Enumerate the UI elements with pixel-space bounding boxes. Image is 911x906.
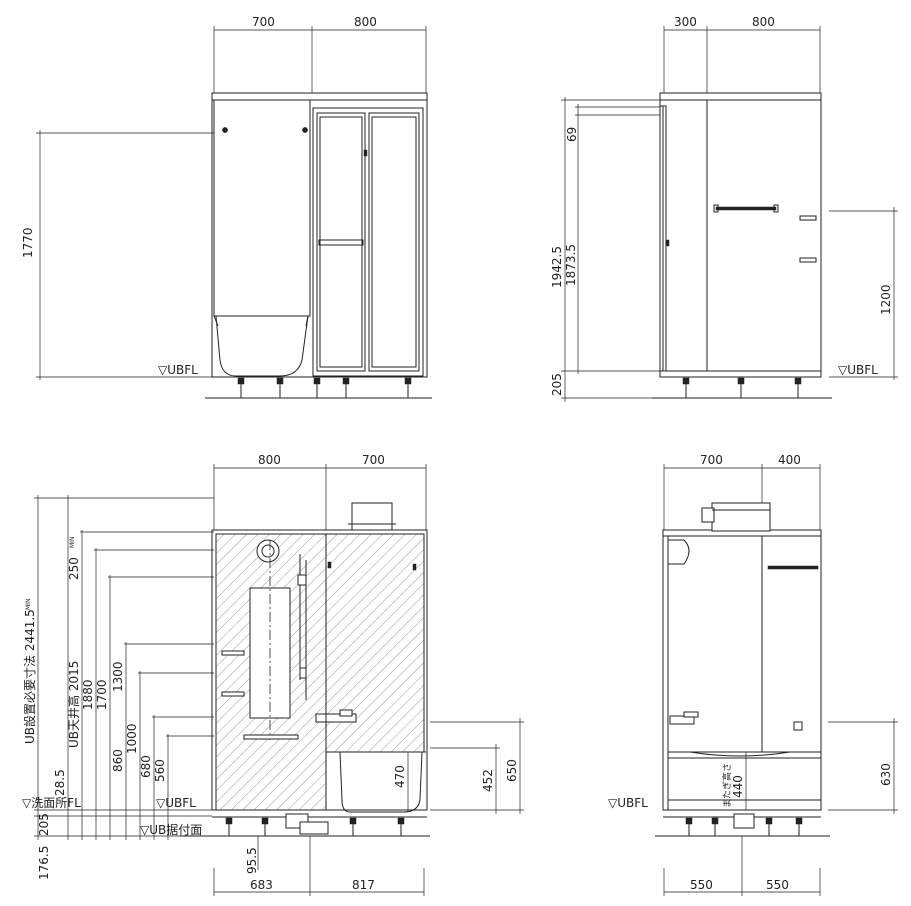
section-dim-205: 205 xyxy=(37,813,51,836)
front-dim-1770: 1770 xyxy=(21,227,35,258)
section-dim-683: 683 xyxy=(250,878,273,892)
front-elevation-view: 700 800 1770 xyxy=(21,15,432,399)
section-faucet xyxy=(315,713,357,723)
section-dim-250: 250 xyxy=(67,557,81,580)
section-dim-1700: 1700 xyxy=(95,679,109,710)
rear-elevation-view: 700 400 xyxy=(608,453,898,896)
section-legs-drain xyxy=(225,813,405,836)
side-dim-1942-5: 1942.5 xyxy=(550,246,564,288)
section-dim-650: 650 xyxy=(505,759,519,782)
section-ceiling-vent xyxy=(351,502,393,531)
section-bathtub xyxy=(339,751,423,813)
front-legs xyxy=(237,377,412,398)
section-dim-1000: 1000 xyxy=(125,723,139,754)
section-dim-1300: 1300 xyxy=(111,661,125,692)
side-towel-bar xyxy=(715,206,777,211)
section-dim-470: 470 xyxy=(393,765,407,788)
section-ubfl-label: ▽UBFL xyxy=(156,796,196,810)
section-dim-700: 700 xyxy=(362,453,385,467)
rear-ubfl-label: ▽UBFL xyxy=(608,796,648,810)
side-shelf-upper xyxy=(799,215,817,221)
section-ub-base-label: ▽UB据付面 xyxy=(140,823,202,837)
side-dim-69: 69 xyxy=(565,127,579,142)
section-dim-28-5: 28.5 xyxy=(53,769,67,796)
side-legs xyxy=(682,377,802,398)
section-dim-860: 860 xyxy=(111,749,125,772)
section-min-label-1: MIN xyxy=(25,599,32,610)
front-dim-800: 800 xyxy=(354,15,377,29)
section-light-fixture xyxy=(256,539,280,563)
section-dim-95-5: 95.5 xyxy=(245,847,259,874)
side-dim-300: 300 xyxy=(674,15,697,29)
section-dim-817: 817 xyxy=(352,878,375,892)
section-view: 800 700 xyxy=(22,453,524,896)
section-dim-2441-5: UB設置必要寸法 2441.5 xyxy=(22,609,37,744)
section-min-label-2: MIN xyxy=(69,537,76,548)
rear-dim-440: 440 xyxy=(731,775,745,798)
rear-ceiling-vent xyxy=(711,502,771,532)
rear-dim-400: 400 xyxy=(778,453,801,467)
rear-legs xyxy=(685,813,803,836)
front-wall-fixture-right xyxy=(302,127,308,133)
front-ubfl-label: ▽UBFL xyxy=(158,363,198,377)
front-dim-700: 700 xyxy=(252,15,275,29)
rear-step-height-label: またぎ高さ xyxy=(721,763,733,808)
section-dim-800: 800 xyxy=(258,453,281,467)
side-dim-800: 800 xyxy=(752,15,775,29)
section-dim-1880: 1880 xyxy=(81,679,95,710)
side-ubfl-label: ▽UBFL xyxy=(838,363,878,377)
rear-dim-630: 630 xyxy=(879,763,893,786)
side-dim-1200: 1200 xyxy=(879,284,893,315)
side-dim-205: 205 xyxy=(550,373,564,396)
side-elevation-view: 300 800 69 1942.5 1873 xyxy=(550,15,898,402)
front-bathtub xyxy=(215,315,309,377)
section-washroom-fl-label: ▽洗面所FL xyxy=(22,796,81,810)
section-dim-452: 452 xyxy=(481,769,495,792)
section-dim-176-5: 176.5 xyxy=(37,846,51,880)
section-dim-560: 560 xyxy=(153,759,167,782)
rear-dim-700: 700 xyxy=(700,453,723,467)
front-wall-fixture-left xyxy=(222,127,228,133)
section-dim-2015: UB天井高 2015 xyxy=(66,661,81,748)
rear-dim-550-right: 550 xyxy=(766,878,789,892)
section-dim-680: 680 xyxy=(139,755,153,778)
rear-dim-550-left: 550 xyxy=(690,878,713,892)
side-shelf-lower xyxy=(799,257,817,263)
side-dim-1873-5: 1873.5 xyxy=(564,244,578,286)
